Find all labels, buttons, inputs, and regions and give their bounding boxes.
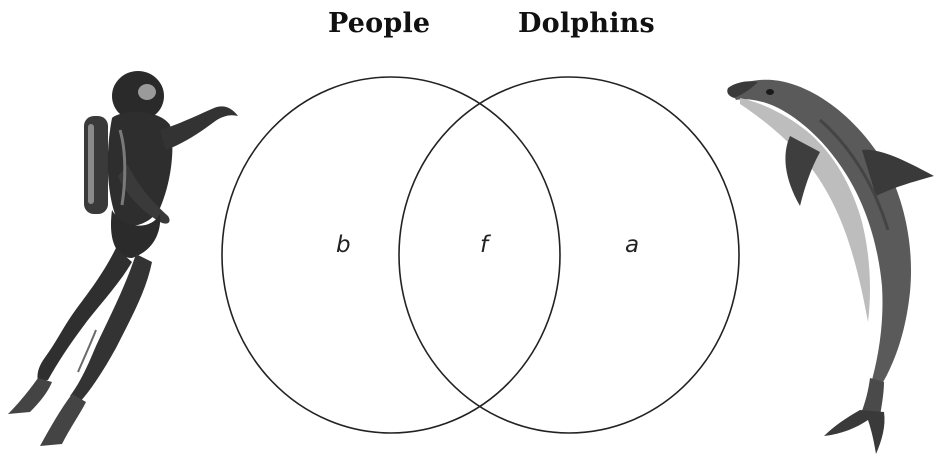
dolphins-circle bbox=[399, 77, 739, 433]
scuba-diver-illustration bbox=[8, 71, 238, 446]
region-label-intersection: f bbox=[480, 232, 491, 258]
region-label-people-only: b bbox=[336, 232, 351, 258]
people-circle bbox=[222, 77, 560, 433]
dolphin-illustration bbox=[727, 80, 934, 454]
region-label-dolphins-only: a bbox=[625, 232, 639, 258]
